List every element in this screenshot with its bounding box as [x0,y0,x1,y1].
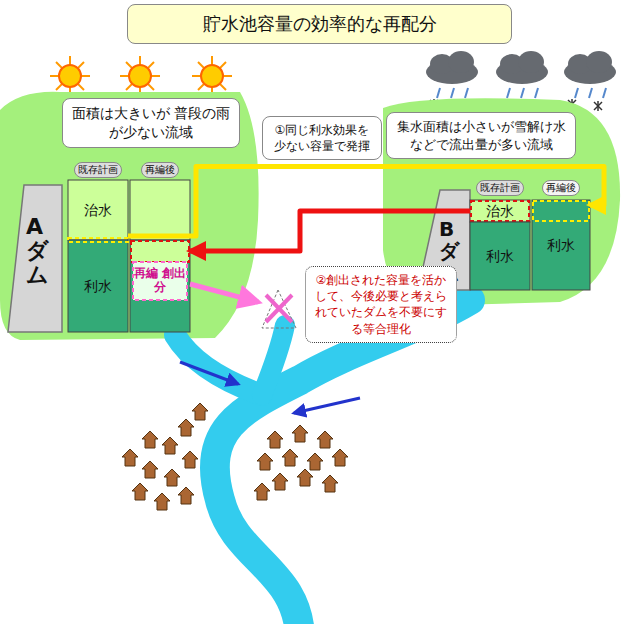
house-symbol [142,461,158,478]
house-symbol [307,453,323,470]
node-text: 面積は大きいが 普段の雨が少ない流域 [69,104,233,142]
capacity-column: 既存計画治水利水 [470,180,530,290]
house-symbol [164,469,180,486]
capacity-cell: 利水 [470,222,530,290]
house-symbol [178,487,194,504]
house-symbol [317,431,333,448]
callout-box: ②創出された容量を活かして、今後必要と考えられていたダムを不要にする等合理化 [305,266,457,343]
capacity-cell: 利水 [68,240,128,332]
callout-box: ①同じ利水効果を少ない容量で発揮 [262,116,382,160]
basin-note: 集水面積は小さいが雪解け水 などで流出量が多い流域 [386,112,576,159]
house-symbol [282,449,298,466]
house-symbol [272,473,288,490]
title-text: 貯水池容量の効率的な再配分 [136,12,503,36]
node-text: 集水面積は小さいが雪解け水 などで流出量が多い流域 [393,118,569,153]
column-heading: 既存計画 [74,162,122,178]
capacity-cell: 利水 [532,200,590,290]
house-symbol [297,469,313,486]
house-symbol [182,451,198,468]
column-heading: 再編後 [542,180,580,196]
node-text: 治水 [84,202,112,218]
dam-shape: Aダム [12,185,62,332]
capacity-cell: 治水 [470,200,530,222]
house-symbol [254,483,270,500]
reallocation-arrow [190,211,470,251]
node-text: 利水 [486,248,514,264]
house-symbol [122,449,138,466]
node-text: ①同じ利水効果を少ない容量で発揮 [269,122,375,154]
house-symbol [142,431,158,448]
house-symbol [322,475,338,492]
house-symbol [154,493,170,510]
node-text: 利水 [547,237,575,253]
house-symbol [292,425,308,442]
created-capacity: 再編 創出分 [133,262,187,300]
capacity-cell: 治水 [68,180,128,240]
capacity-column: 再編後再編 創出分 [130,162,190,332]
capacity-column: 既存計画治水利水 [68,162,128,332]
reallocation-arrow [128,166,604,236]
house-symbol [162,437,178,454]
dam-name: Aダム [26,215,48,288]
basin-note: 面積は大きいが 普段の雨が少ない流域 [62,98,240,148]
node-text: 治水 [486,203,514,219]
house-symbol [192,403,208,420]
house-symbol [332,449,348,466]
node-text: 再編 創出分 [133,267,187,295]
house-symbol [132,483,148,500]
node-text: ②創出された容量を活かして、今後必要と考えられていたダムを不要にする等合理化 [312,272,450,337]
title-box: 貯水池容量の効率的な再配分 [127,4,512,44]
node-text: 利水 [84,278,112,294]
house-symbol [257,453,273,470]
column-heading: 既存計画 [476,180,524,196]
house-symbol [267,431,283,448]
capacity-column: 再編後利水 [532,180,590,290]
column-heading: 再編後 [141,162,179,178]
house-symbol [178,419,194,436]
